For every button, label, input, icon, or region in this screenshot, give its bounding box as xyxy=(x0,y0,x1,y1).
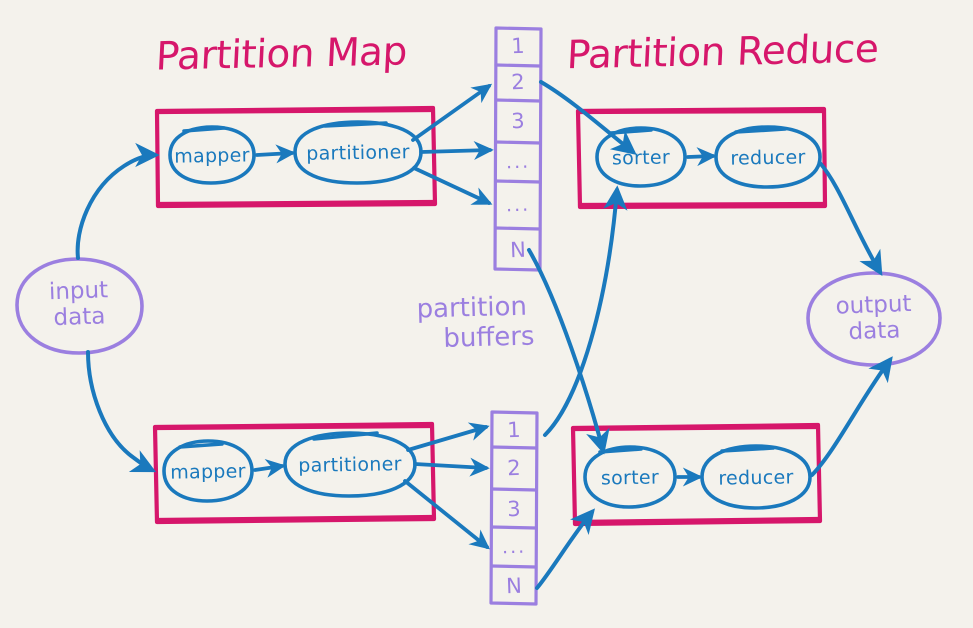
arrow-input-to-mapper-top xyxy=(75,142,160,260)
label-partitioner-top: partitioner xyxy=(306,141,410,165)
arrow-buffer-bottom-to-sorter-bottom xyxy=(535,508,595,590)
title-partition-reduce: Partition Reduce xyxy=(565,26,880,79)
buffer-bottom-cell-1: 1 xyxy=(506,417,522,443)
ellipse-input-data xyxy=(15,257,144,355)
arrow-partitioner-to-buffer-bottom-1 xyxy=(406,422,490,452)
label-sorter-top: sorter xyxy=(611,146,671,170)
ellipse-output-data xyxy=(806,271,942,367)
label-output-data: output data xyxy=(835,290,913,346)
partition-buffers-caption-line1: partition xyxy=(416,291,528,325)
buffer-top-cell-2: 2 xyxy=(510,69,526,95)
arrow-buffer-top-to-sorter-bottom xyxy=(527,248,610,455)
arrow-partitioner-to-buffer-top-2 xyxy=(419,140,494,160)
label-reducer-bottom: reducer xyxy=(718,466,794,490)
arrow-input-to-mapper-bottom xyxy=(86,350,157,473)
label-input-data: input data xyxy=(48,277,110,332)
arrow-buffer-bottom-to-sorter-top xyxy=(543,185,628,437)
label-sorter-bottom: sorter xyxy=(600,466,660,490)
buffer-top-cell-3: 3 xyxy=(510,108,526,134)
partition-buffers-caption: partition buffers xyxy=(416,292,535,355)
arrow-mapper-to-partitioner-top xyxy=(255,144,296,164)
map-box-top xyxy=(154,105,438,209)
ellipse-mapper-top xyxy=(168,125,256,185)
partition-buffers-caption-line2: buffers xyxy=(442,321,535,354)
buffer-bottom-cell-ellipsis: ... xyxy=(501,535,527,559)
arrow-partitioner-to-buffer-top-3 xyxy=(412,166,493,205)
reduce-box-bottom xyxy=(570,422,823,527)
label-partitioner-bottom: partitioner xyxy=(298,453,402,477)
buffer-top-cell-1: 1 xyxy=(510,33,526,59)
arrow-partitioner-to-buffer-top-1 xyxy=(411,83,493,142)
arrow-sorter-to-reducer-top xyxy=(686,147,717,167)
buffer-bottom-cell-3: 3 xyxy=(506,496,522,522)
buffer-top-cell-n: N xyxy=(509,237,527,263)
ellipse-mapper-bottom xyxy=(162,439,254,503)
label-reducer-top: reducer xyxy=(730,146,806,170)
partition-buffer-top xyxy=(493,26,543,272)
label-mapper-top: mapper xyxy=(174,144,250,168)
label-input-data-line2: data xyxy=(53,303,106,331)
partition-buffer-bottom xyxy=(489,410,539,606)
buffer-bottom-cell-n: N xyxy=(505,573,523,599)
arrow-reducer-top-to-output xyxy=(818,161,883,277)
label-input-data-line1: input xyxy=(48,277,109,306)
buffer-top-cell-ellipsis-2: ... xyxy=(505,193,531,217)
buffer-top-cell-ellipsis-1: ... xyxy=(505,150,531,174)
arrow-partitioner-to-buffer-bottom-3 xyxy=(403,479,490,550)
title-partition-map: Partition Map xyxy=(154,29,408,80)
label-output-data-line2: data xyxy=(848,317,901,345)
map-box-bottom xyxy=(152,421,437,525)
arrow-partitioner-to-buffer-bottom-2 xyxy=(413,457,490,477)
arrow-buffer-top-to-sorter-top xyxy=(539,80,637,155)
buffer-bottom-cell-2: 2 xyxy=(506,455,522,481)
arrow-reducer-bottom-to-output xyxy=(810,356,893,477)
label-output-data-line1: output xyxy=(835,290,912,320)
label-mapper-bottom: mapper xyxy=(170,460,246,484)
arrow-mapper-to-partitioner-bottom xyxy=(253,458,286,478)
ellipse-reducer-bottom xyxy=(700,444,812,510)
ellipse-reducer-top xyxy=(714,125,822,189)
